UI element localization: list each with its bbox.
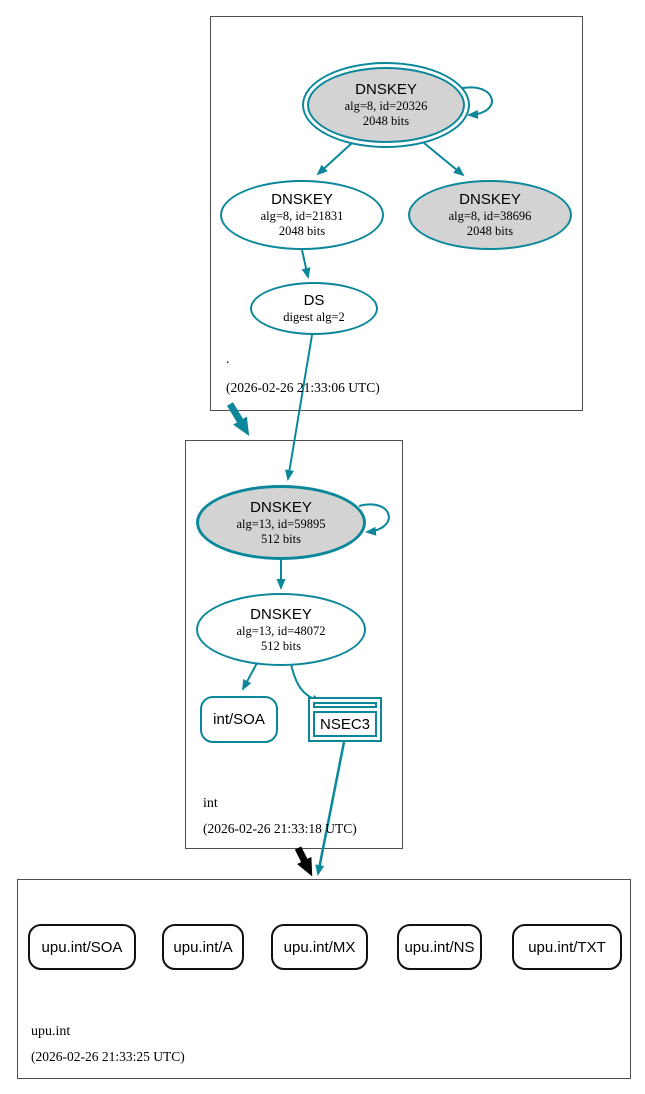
node-dnskey-21831: DNSKEY alg=8, id=21831 2048 bits (220, 180, 384, 250)
node-title: DNSKEY (250, 605, 312, 623)
node-dnskey-38696: DNSKEY alg=8, id=38696 2048 bits (408, 180, 572, 250)
node-dnskey-48072: DNSKEY alg=13, id=48072 512 bits (196, 593, 366, 666)
rrset-label: upu.int/A (173, 938, 233, 956)
node-detail: alg=8, id=38696 (448, 209, 532, 224)
node-title: DNSKEY (459, 191, 521, 209)
edge-int-to-upu-delegation (294, 846, 313, 877)
zone-label-int: int (203, 796, 218, 811)
node-ds: DS digest alg=2 (250, 282, 378, 335)
zone-box-upu-int (17, 879, 631, 1079)
rrset-label: int/SOA (213, 711, 265, 728)
node-rrset-upu-ns: upu.int/NS (397, 924, 482, 970)
nsec3-top-bar (313, 702, 377, 708)
nsec3-label-cell: NSEC3 (313, 711, 377, 737)
zone-label-root: . (226, 352, 230, 367)
rrset-label: upu.int/NS (404, 938, 475, 956)
node-rrset-upu-txt: upu.int/TXT (512, 924, 622, 970)
node-dnskey-59895: DNSKEY alg=13, id=59895 512 bits (196, 485, 366, 560)
node-dnskey-20326: DNSKEY alg=8, id=20326 2048 bits (302, 62, 470, 148)
node-bits: 2048 bits (362, 114, 410, 128)
node-bits: 2048 bits (466, 224, 514, 238)
node-dnskey-20326-inner: DNSKEY alg=8, id=20326 2048 bits (307, 67, 465, 143)
zone-label-upu-int: upu.int (31, 1024, 71, 1039)
node-detail: alg=13, id=48072 (236, 623, 326, 638)
node-title: DNSKEY (355, 81, 417, 99)
zone-timestamp-int: (2026-02-26 21:33:18 UTC) (203, 821, 357, 836)
node-bits: 512 bits (261, 531, 301, 546)
node-detail: digest alg=2 (283, 310, 345, 325)
node-title: DNSKEY (250, 498, 312, 516)
node-detail: alg=8, id=21831 (260, 209, 344, 224)
node-nsec3: NSEC3 (308, 697, 382, 742)
nsec3-label: NSEC3 (319, 715, 371, 733)
node-bits: 512 bits (261, 638, 301, 653)
node-rrset-upu-mx: upu.int/MX (271, 924, 368, 970)
zone-timestamp-root: (2026-02-26 21:33:06 UTC) (226, 380, 380, 395)
node-rrset-int-soa: int/SOA (200, 696, 278, 743)
node-bits: 2048 bits (278, 224, 326, 238)
node-rrset-upu-soa: upu.int/SOA (28, 924, 136, 970)
rrset-label: upu.int/SOA (41, 938, 123, 956)
node-detail: alg=8, id=20326 (344, 99, 428, 114)
node-title: DS (303, 292, 325, 310)
rrset-label: upu.int/TXT (528, 938, 606, 956)
node-detail: alg=13, id=59895 (236, 516, 326, 531)
node-title: DNSKEY (271, 191, 333, 209)
zone-box-root (210, 16, 583, 411)
node-rrset-upu-a: upu.int/A (162, 924, 244, 970)
zone-timestamp-upu-int: (2026-02-26 21:33:25 UTC) (31, 1049, 185, 1064)
rrset-label: upu.int/MX (283, 938, 356, 956)
